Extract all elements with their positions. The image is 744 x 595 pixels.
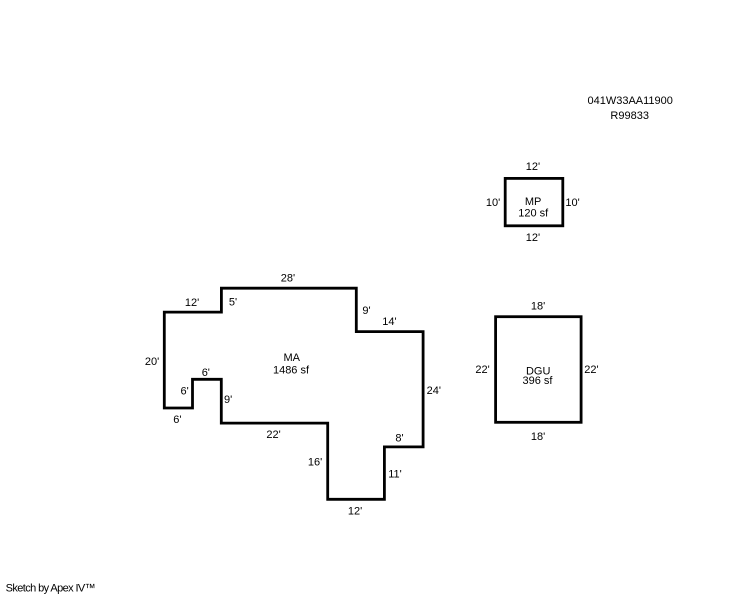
svg-text:28': 28' [281,272,295,284]
svg-text:1486 sf: 1486 sf [273,364,310,376]
svg-text:6': 6' [202,367,210,379]
svg-text:12': 12' [526,161,540,173]
svg-text:12': 12' [526,232,540,244]
svg-text:24': 24' [427,385,441,397]
svg-text:10': 10' [565,197,579,209]
svg-text:120 sf: 120 sf [518,208,549,220]
svg-text:22': 22' [584,364,598,376]
svg-text:18': 18' [531,431,545,443]
svg-text:DGU: DGU [526,365,551,377]
svg-text:6': 6' [173,414,181,426]
svg-text:11': 11' [388,468,402,480]
svg-text:6': 6' [180,385,188,397]
svg-text:16': 16' [308,456,322,468]
svg-text:9': 9' [224,394,232,406]
svg-text:22': 22' [475,364,489,376]
svg-text:20': 20' [145,356,159,368]
svg-text:R99833: R99833 [610,110,649,122]
svg-text:396 sf: 396 sf [523,375,554,387]
svg-text:18': 18' [531,301,545,313]
svg-text:Sketch by Apex IV™: Sketch by Apex IV™ [6,583,95,595]
svg-text:12': 12' [185,297,199,309]
svg-text:14': 14' [382,316,396,328]
svg-text:9': 9' [362,305,370,317]
svg-text:12': 12' [348,505,362,517]
svg-text:10': 10' [486,197,500,209]
svg-text:MP: MP [525,196,542,208]
svg-text:5': 5' [229,297,237,309]
svg-text:041W33AA11900: 041W33AA11900 [587,95,672,107]
svg-text:8': 8' [395,432,403,444]
svg-text:MA: MA [283,352,300,364]
svg-text:22': 22' [266,429,280,441]
